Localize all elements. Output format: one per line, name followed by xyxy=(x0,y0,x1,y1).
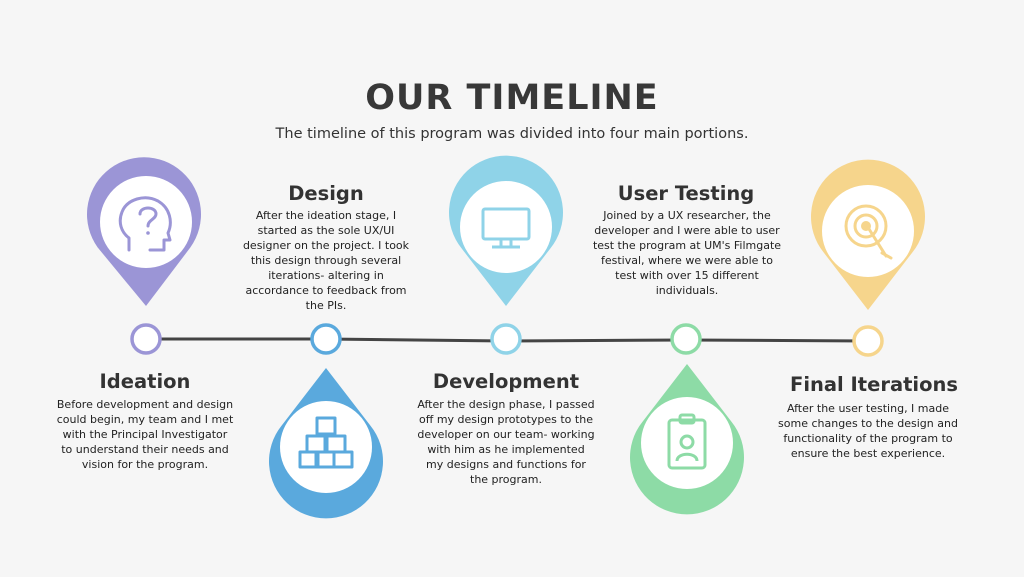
page-subtitle: The timeline of this program was divided… xyxy=(275,126,749,142)
final-iterations-title: Final Iterations xyxy=(790,373,958,396)
development-text: After the design phase, I passed off my … xyxy=(417,398,595,486)
development-title: Development xyxy=(432,370,580,393)
ideation-pin xyxy=(86,157,201,306)
cubes-icon xyxy=(298,416,354,469)
monitor-icon xyxy=(481,207,531,249)
development-pin xyxy=(449,155,564,306)
user-testing-text: Joined by a UX researcher, the developer… xyxy=(592,209,782,297)
design-node xyxy=(310,323,342,355)
user-testing-pin xyxy=(629,364,745,515)
user-testing-node xyxy=(670,323,702,355)
ideation-text: Before development and design could begi… xyxy=(56,398,234,471)
user-testing-title: User Testing xyxy=(617,182,755,205)
final-iterations-text: After the user testing, I made some chan… xyxy=(778,402,958,460)
design-text: After the ideation stage, I started as t… xyxy=(242,209,410,312)
target-icon xyxy=(844,204,893,260)
page-title: OUR TIMELINE xyxy=(365,78,659,118)
final-iterations-pin xyxy=(811,159,926,310)
design-pin xyxy=(269,368,384,519)
ideation-title: Ideation xyxy=(99,370,191,393)
design-title: Design xyxy=(288,182,364,205)
ideation-node xyxy=(130,323,162,355)
final-iterations-node xyxy=(852,325,884,357)
head-question-icon xyxy=(118,196,172,252)
development-node xyxy=(490,323,522,355)
id-badge-icon xyxy=(667,413,707,470)
